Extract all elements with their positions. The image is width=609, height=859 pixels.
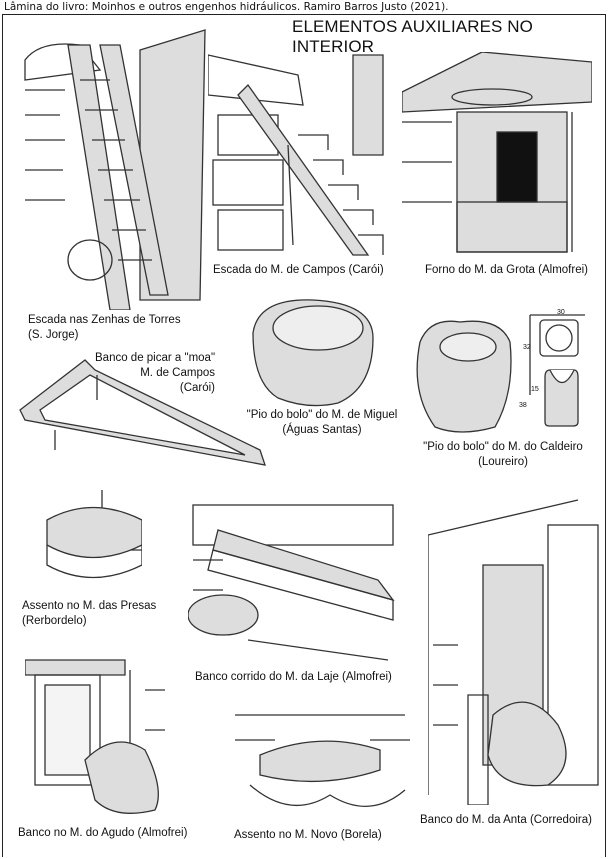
pio-miguel-illustration bbox=[252, 299, 374, 407]
dim-width: 30 bbox=[557, 309, 565, 316]
page-title: ELEMENTOS AUXILIARES NO INTERIOR bbox=[292, 17, 534, 56]
chopping-bench-illustration bbox=[19, 359, 266, 466]
caption-assento-novo: Assento no M. Novo (Borela) bbox=[234, 829, 382, 841]
ladder-zenhas-illustration bbox=[24, 29, 206, 310]
caption-line: M. de Campos bbox=[140, 367, 215, 379]
caption-line: (S. Jorge) bbox=[28, 329, 79, 341]
caption-banco-picar: Banco de picar a "moa" M. de Campos (Car… bbox=[95, 351, 215, 396]
bench-anta-illustration bbox=[428, 499, 599, 805]
caption-pio-caldeiro: "Pio do bolo" do M. do Caldeiro (Loureir… bbox=[403, 440, 603, 470]
caption-line: (Águas Santas) bbox=[282, 424, 362, 436]
caption-line: Assento no M. das Presas bbox=[22, 600, 157, 612]
caption-banco-laje: Banco corrido do M. da Laje (Almofrei) bbox=[195, 671, 392, 683]
source-line: Lâmina do livro: Moinhos e outros engenh… bbox=[4, 1, 449, 13]
page-frame bbox=[2, 14, 606, 857]
caption-assento-presas: Assento no M. das Presas (Rerbordelo) bbox=[22, 599, 156, 629]
caption-line: (Loureiro) bbox=[478, 456, 528, 468]
caption-pio-miguel: "Pio do bolo" do M. de Miguel (Águas San… bbox=[222, 408, 422, 438]
seat-presas-illustration bbox=[46, 490, 142, 579]
caption-line: Escada nas Zenhas de Torres bbox=[28, 314, 181, 326]
pio-caldeiro-illustration bbox=[416, 320, 512, 433]
caption-banco-agudo: Banco no M. do Agudo (Almofrei) bbox=[18, 827, 188, 839]
bench-agudo-illustration bbox=[25, 659, 165, 814]
caption-line: (Carói) bbox=[179, 382, 215, 394]
bench-laje-illustration bbox=[188, 504, 395, 661]
dim-height-top: 32 bbox=[523, 344, 531, 351]
caption-escada-zenhas: Escada nas Zenhas de Torres (S. Jorge) bbox=[28, 313, 181, 343]
oven-grota-illustration bbox=[402, 52, 592, 253]
dimension-drawing bbox=[529, 314, 585, 427]
caption-line: (Rerbordelo) bbox=[22, 615, 87, 627]
caption-banco-anta: Banco do M. da Anta (Corredoira) bbox=[420, 814, 592, 826]
caption-line: "Pio do bolo" do M. do Caldeiro bbox=[423, 441, 583, 453]
dim-depth: 15 bbox=[531, 386, 539, 393]
seat-novo-illustration bbox=[235, 714, 410, 807]
stair-campos-illustration bbox=[208, 54, 384, 256]
caption-forno-grota: Forno do M. da Grota (Almofrei) bbox=[425, 264, 588, 276]
caption-line: "Pio do bolo" do M. de Miguel bbox=[246, 409, 398, 421]
caption-line: Banco de picar a "moa" bbox=[95, 352, 216, 364]
caption-escada-campos: Escada do M. de Campos (Carói) bbox=[213, 264, 384, 276]
dim-height-side: 38 bbox=[519, 402, 527, 409]
